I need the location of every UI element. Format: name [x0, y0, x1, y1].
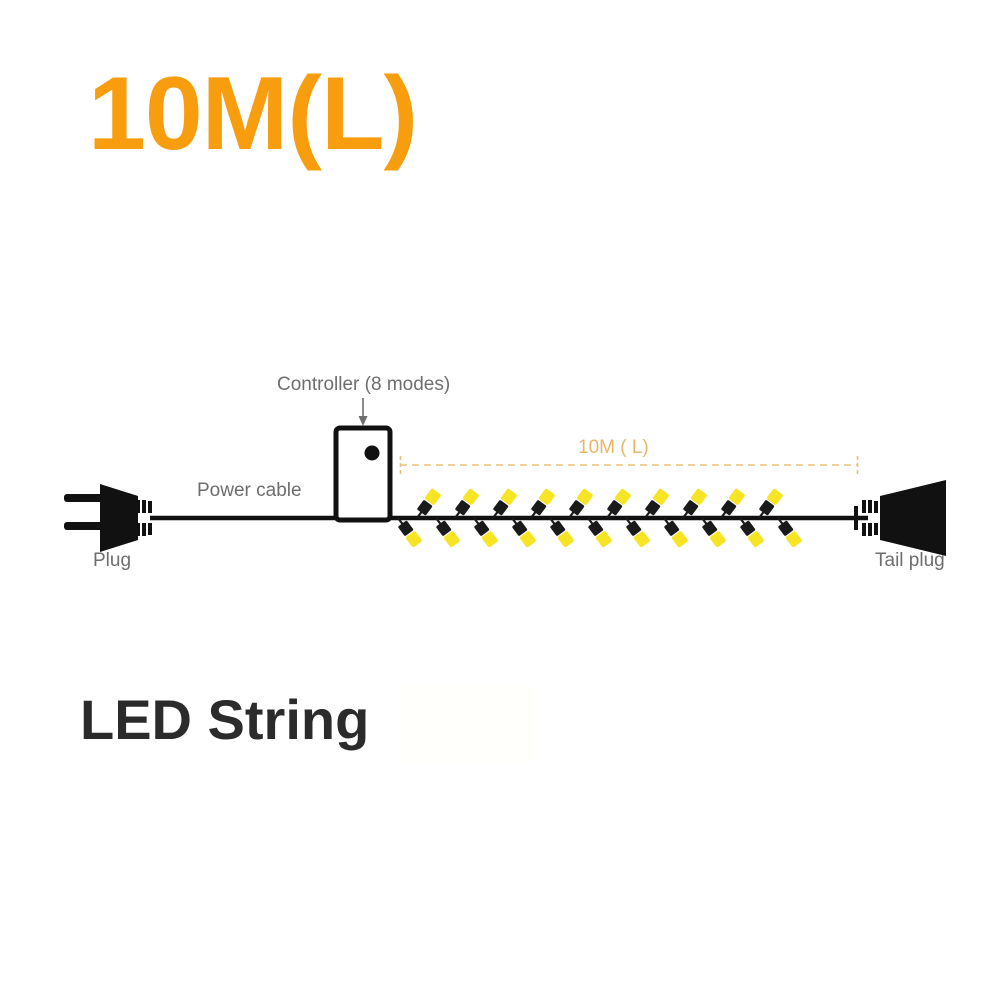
- led-bulb-head: [785, 531, 802, 548]
- tail-strain-rib-6: [874, 523, 878, 535]
- plug-label: Plug: [93, 550, 132, 571]
- led-bulb: [397, 517, 422, 548]
- led-bulb: [644, 488, 669, 519]
- led-bulb-head: [709, 531, 726, 548]
- controller-pointer-arrow: [358, 398, 368, 426]
- led-bulb: [777, 517, 802, 548]
- led-bulb: [606, 488, 631, 519]
- led-socket: [607, 500, 623, 516]
- plug-strain-rib-3: [148, 501, 152, 513]
- led-bulb-head: [424, 488, 441, 505]
- led-bulb-head: [405, 531, 422, 548]
- led-socket: [702, 520, 718, 536]
- led-bulb: [663, 517, 688, 548]
- led-socket: [740, 520, 756, 536]
- led-bulb: [454, 488, 479, 519]
- led-bulb: [549, 517, 574, 548]
- led-bulb: [511, 517, 536, 548]
- led-bulb: [720, 488, 745, 519]
- plug-prong-top: [64, 494, 106, 502]
- led-bulb-head: [728, 488, 745, 505]
- led-socket: [721, 500, 737, 516]
- tail-strain-rib-5: [868, 523, 872, 536]
- controller-housing: [333, 425, 393, 523]
- plug-strain-rib-1: [136, 500, 140, 513]
- caption-backdrop: [398, 686, 540, 762]
- led-socket: [759, 500, 775, 516]
- led-bulb-head: [766, 488, 783, 505]
- dimension-label: 10M ( L): [578, 437, 649, 458]
- tail-strain-rib-2: [868, 500, 872, 513]
- led-bulb: [587, 517, 612, 548]
- tail-plug-body: [880, 480, 946, 556]
- controller-label: Controller (8 modes): [277, 374, 451, 395]
- led-bulb: [416, 488, 441, 519]
- plug-strain-rib-4: [136, 523, 140, 536]
- led-bulb-head: [481, 531, 498, 548]
- plug-prong-bottom: [64, 522, 106, 530]
- dimension-line-group: [399, 456, 859, 474]
- led-socket: [493, 500, 509, 516]
- led-bulb-head: [633, 531, 650, 548]
- led-socket: [417, 500, 433, 516]
- led-bulb-head: [690, 488, 707, 505]
- led-socket: [436, 520, 452, 536]
- led-bulb-head: [576, 488, 593, 505]
- tail-strain-rib-1: [862, 500, 866, 513]
- product-name-caption: LED String: [80, 688, 370, 751]
- tail-strain-rib-3: [874, 501, 878, 513]
- plug-strain-rib-2: [142, 500, 146, 513]
- led-bulb-head: [671, 531, 688, 548]
- led-socket: [398, 520, 414, 536]
- led-bulb: [739, 517, 764, 548]
- led-socket: [569, 500, 585, 516]
- led-bulb: [473, 517, 498, 548]
- led-bulb-head: [595, 531, 612, 548]
- led-socket: [550, 520, 566, 536]
- led-bulb-head: [443, 531, 460, 548]
- led-bulb: [568, 488, 593, 519]
- led-socket: [455, 500, 471, 516]
- plug-strain-rib-6: [148, 523, 152, 535]
- led-socket: [474, 520, 490, 536]
- led-bulb-head: [747, 531, 764, 548]
- page-title: 10M(L): [88, 56, 418, 172]
- led-bulb: [625, 517, 650, 548]
- led-socket: [664, 520, 680, 536]
- led-bulb-head: [500, 488, 517, 505]
- led-bulb-head: [462, 488, 479, 505]
- tail-plug-label: Tail plug: [875, 550, 945, 571]
- led-bulb-head: [614, 488, 631, 505]
- led-bulb-head: [519, 531, 536, 548]
- led-socket: [626, 520, 642, 536]
- plug-icon: [64, 484, 152, 552]
- led-socket: [588, 520, 604, 536]
- led-socket: [531, 500, 547, 516]
- power-cable-label: Power cable: [197, 480, 302, 501]
- led-bulb-head: [557, 531, 574, 548]
- led-bulb: [758, 488, 783, 519]
- led-socket: [512, 520, 528, 536]
- arrow-head: [358, 416, 368, 426]
- led-bulb: [530, 488, 555, 519]
- led-socket: [778, 520, 794, 536]
- controller-box[interactable]: [333, 425, 393, 523]
- plug-strain-rib-5: [142, 523, 146, 536]
- led-bulb-head: [652, 488, 669, 505]
- led-bulb: [435, 517, 460, 548]
- led-bulb: [682, 488, 707, 519]
- led-bulb-layer: [397, 488, 802, 548]
- led-socket: [683, 500, 699, 516]
- tail-strain-rib-4: [862, 523, 866, 536]
- plug-body: [100, 484, 138, 552]
- led-socket: [645, 500, 661, 516]
- led-bulb: [701, 517, 726, 548]
- led-bulb-head: [538, 488, 555, 505]
- tail-plug-icon: [862, 480, 946, 556]
- controller-button-icon[interactable]: [364, 445, 380, 461]
- led-bulb: [492, 488, 517, 519]
